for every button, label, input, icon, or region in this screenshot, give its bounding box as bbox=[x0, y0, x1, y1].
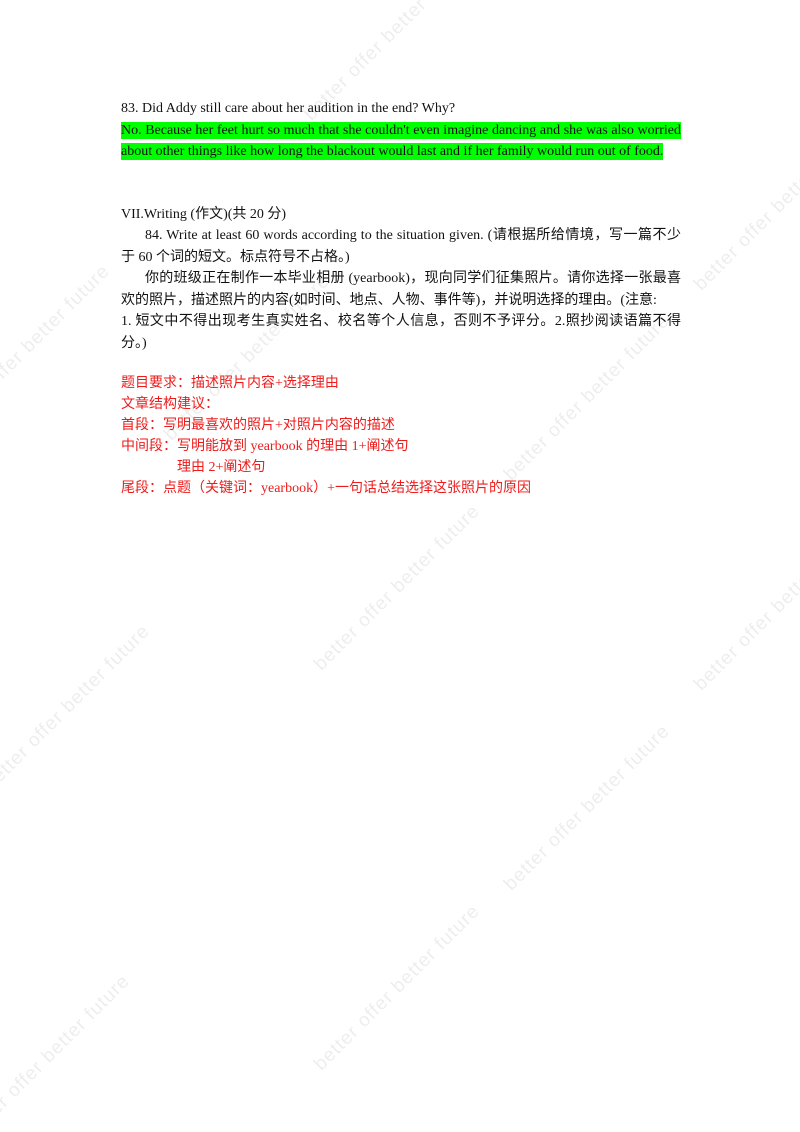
watermark-text: better offer better future bbox=[0, 260, 115, 435]
guide-structure-title: 文章结构建议： bbox=[121, 397, 219, 412]
question-83: 83. Did Addy still care about her auditi… bbox=[121, 101, 456, 116]
watermark-text: better offer better future bbox=[0, 970, 135, 1132]
watermark-text: better offer better future bbox=[690, 121, 800, 295]
watermark-text: better offer better future bbox=[500, 720, 675, 895]
answer-83: No. Because her feet hurt so much that s… bbox=[121, 120, 681, 162]
task-situation: 你的班级正在制作一本毕业相册 (yearbook)，现向同学们征集照片。请你选择… bbox=[121, 271, 681, 308]
watermark-text: better offer better future bbox=[310, 500, 485, 675]
task-instruction: 84. Write at least 60 words according to… bbox=[121, 228, 681, 265]
writing-guide: 题目要求：描述照片内容+选择理由 文章结构建议： 首段：写明最喜欢的照片+对照片… bbox=[121, 373, 681, 499]
guide-first-paragraph: 首段：写明最喜欢的照片+对照片内容的描述 bbox=[121, 418, 395, 433]
task-notes: 1. 短文中不得出现考生真实姓名、校名等个人信息，否则不予评分。2.照抄阅读语篇… bbox=[121, 314, 681, 351]
watermark-text: better offer better future bbox=[310, 900, 485, 1075]
guide-requirement: 题目要求：描述照片内容+选择理由 bbox=[121, 376, 339, 391]
writing-task: 84. Write at least 60 words according to… bbox=[121, 225, 681, 354]
guide-last-paragraph: 尾段：点题（关键词：yearbook）+一句话总结选择这张照片的原因 bbox=[121, 481, 531, 496]
watermark-text: better offer better future bbox=[0, 620, 155, 795]
guide-middle-paragraph-2: 理由 2+阐述句 bbox=[177, 460, 266, 475]
section-title-writing: VII.Writing (作文)(共 20 分) bbox=[121, 207, 287, 222]
guide-middle-paragraph-1: 中间段：写明能放到 yearbook 的理由 1+阐述句 bbox=[121, 439, 409, 454]
watermark-text: better offer better future bbox=[690, 521, 800, 695]
answer-83-highlight: No. Because her feet hurt so much that s… bbox=[121, 122, 681, 160]
